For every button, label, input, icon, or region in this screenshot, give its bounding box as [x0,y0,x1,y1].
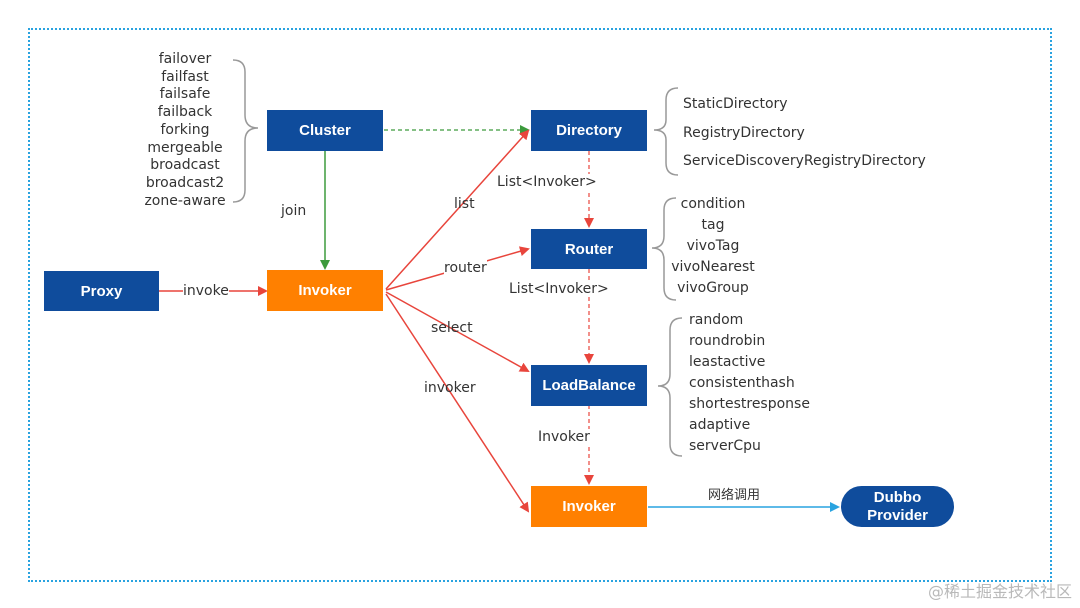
invoker-node: Invoker [267,270,383,311]
cluster-strategy-item: broadcast [150,157,220,174]
edge-invoker-list-directory [385,129,530,290]
watermark: @稀土掘金技术社区 [927,582,1072,601]
directory-type-item: ServiceDiscoveryRegistryDirectory [683,153,926,169]
loadbalance-types-list: random roundrobin leastactive consistenthas… [689,310,810,457]
cluster-strategy-item: failsafe [159,86,211,103]
loadbalance-type-item: leastactive [689,354,766,370]
loadbalance-type-item: adaptive [689,417,751,433]
loadbalance-type-item: serverCpu [689,438,761,454]
router-type-item: tag [701,217,725,233]
cluster-strategies-brace [232,59,259,203]
directory-type-item: StaticDirectory [683,96,788,112]
loadbalance-type-item: roundrobin [689,333,766,349]
cluster-strategy-item: failback [157,104,213,121]
router-type-item: vivoGroup [677,280,749,296]
invoke-label: invoke [183,283,229,299]
cluster-strategy-item: failover [158,51,212,67]
directory-node: Directory [531,110,647,151]
router-loadbalance-label: List<Invoker> [509,281,609,297]
loadbalance-type-item: random [689,312,744,328]
loadbalance-types-brace [657,317,683,457]
directory-type-item: RegistryDirectory [683,124,805,141]
edge-invoker-select-loadbalance [385,291,530,372]
cluster-strategy-item: failfast [161,68,209,85]
provider-line1: Dubbo [873,488,922,506]
router-type-item: vivoNearest [671,259,755,275]
provider-line2: Provider [867,506,928,524]
network-call-label: 网络调用 [708,488,761,503]
router-label: router [444,260,487,276]
loadbalance-type-item: consistenthash [689,375,795,391]
directory-router-label: List<Invoker> [497,174,597,190]
select-label: select [431,320,473,336]
invoker-edge-label: invoker [424,380,476,396]
loadbalance-node: LoadBalance [531,365,647,406]
diagram-frame [28,28,1052,582]
cluster-strategy-item: zone-aware [144,192,226,209]
dubbo-provider-node: Dubbo Provider [841,486,954,527]
cluster-node: Cluster [267,110,383,151]
list-label: list [454,196,475,212]
directory-types-brace [653,87,679,176]
router-types-brace [651,197,677,301]
proxy-node: Proxy [44,271,159,311]
target-invoker-node: Invoker [531,486,647,527]
loadbalance-type-item: shortestresponse [689,396,810,412]
loadbalance-invoker-label: Invoker [538,429,590,445]
cluster-strategy-item: forking [160,121,210,138]
router-node: Router [531,229,647,269]
router-types-list: condition tag vivoTag vivoNearest vivoGroup [670,194,756,299]
join-label: join [281,203,307,219]
cluster-strategy-item: mergeable [147,139,223,156]
router-type-item: condition [680,196,746,212]
edge-invoker-invoker-target [385,293,530,513]
cluster-strategy-item: broadcast2 [145,174,225,191]
router-type-item: vivoTag [686,238,740,254]
